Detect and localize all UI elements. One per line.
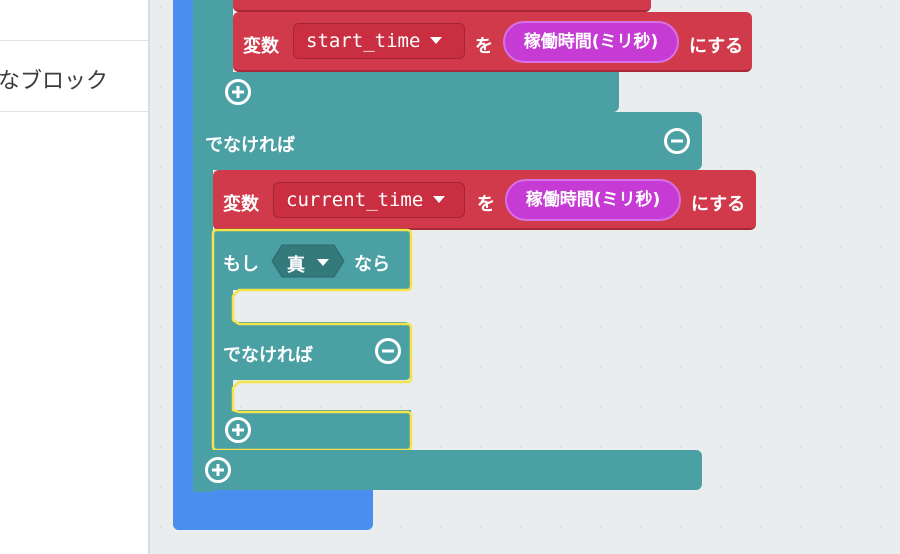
else-label: でなければ	[223, 345, 313, 366]
variable-dropdown-current-time[interactable]: current_time	[273, 182, 465, 218]
true-value: 真	[287, 255, 305, 276]
then-label: なら	[354, 254, 390, 275]
variable-name: current_time	[286, 189, 424, 211]
loop-block-arm[interactable]	[173, 0, 193, 530]
selection-outline	[211, 228, 413, 452]
add-branch-icon[interactable]	[225, 417, 251, 443]
toolbox-divider	[0, 40, 148, 41]
running-time-ms-block[interactable]: 稼働時間(ミリ秒)	[505, 179, 681, 221]
if-then-foot[interactable]	[213, 72, 619, 112]
add-branch-icon[interactable]	[205, 457, 231, 483]
toolbox-divider	[0, 111, 148, 112]
if-block-foot[interactable]	[193, 450, 702, 490]
toolbox-panel: なブロック	[0, 0, 148, 554]
variable-name: start_time	[306, 30, 421, 52]
to-keyword: を	[475, 36, 493, 57]
variable-dropdown-start-time[interactable]: start_time	[293, 23, 465, 59]
set-keyword: 変数	[223, 194, 259, 215]
remove-branch-icon[interactable]	[664, 128, 690, 154]
dropdown-arrow-icon	[430, 37, 443, 44]
add-branch-icon[interactable]	[225, 79, 251, 105]
to-keyword: を	[477, 194, 495, 215]
suffix-keyword: にする	[691, 194, 746, 215]
previous-statement-block[interactable]	[233, 0, 651, 12]
suffix-keyword: にする	[689, 36, 744, 57]
inner-if-else-arm[interactable]	[213, 380, 233, 410]
set-keyword: 変数	[243, 36, 279, 57]
if-label: もし	[223, 254, 259, 275]
set-current-time-block[interactable]: 変数 current_time を 稼働時間(ミリ秒) にする	[213, 170, 756, 230]
inner-if-then-arm[interactable]	[213, 290, 233, 322]
if-block-arm[interactable]	[193, 0, 213, 492]
set-start-time-block[interactable]: 変数 start_time を 稼働時間(ミリ秒) にする	[233, 12, 752, 72]
else-label: でなければ	[205, 135, 295, 156]
toolbox-category-label[interactable]: なブロック	[0, 69, 109, 94]
else-row[interactable]: でなければ	[193, 112, 702, 170]
remove-branch-icon[interactable]	[375, 338, 401, 364]
dropdown-arrow-icon	[433, 196, 446, 203]
running-time-ms-block[interactable]: 稼働時間(ミリ秒)	[503, 21, 679, 63]
boolean-true-dropdown[interactable]	[270, 243, 346, 279]
